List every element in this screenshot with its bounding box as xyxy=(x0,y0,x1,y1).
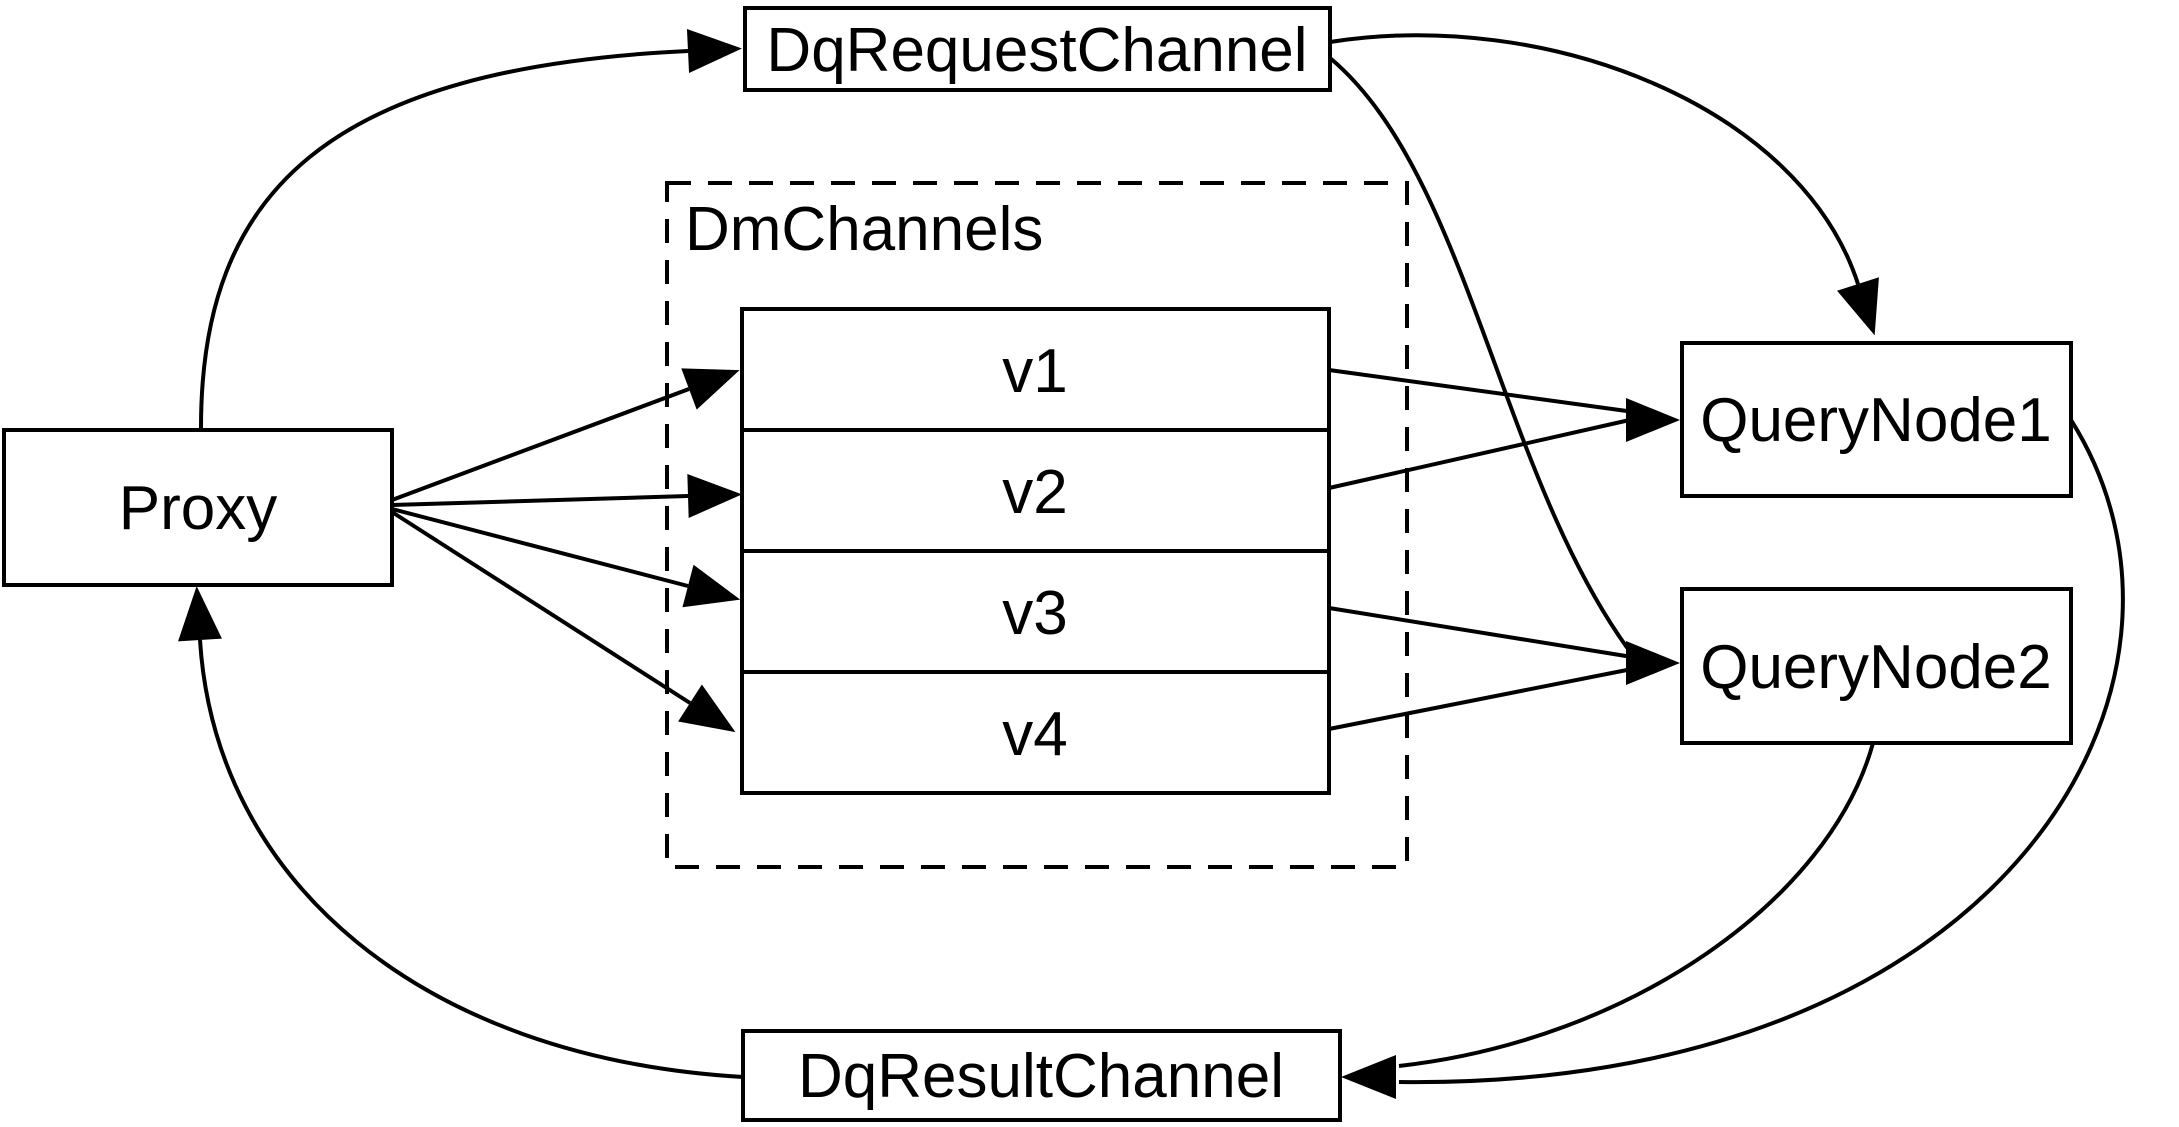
querynode2-node xyxy=(1680,587,2073,745)
proxy-label: Proxy xyxy=(119,474,277,543)
proxy-node xyxy=(2,428,394,587)
edge-proxy-to-v1 xyxy=(391,368,740,502)
channel-v3-label: v3 xyxy=(1002,579,1067,648)
dmchannels-group-label: DmChannels xyxy=(685,195,1043,264)
dqrequestchannel-node xyxy=(743,6,1332,92)
edge-proxy-to-v2 xyxy=(391,474,742,518)
edge-proxy-to-dqrequestchannel xyxy=(198,29,742,431)
edge-querynode2-to-dqresultchannel xyxy=(1398,742,1875,1068)
dqresultchannel-label: DqResultChannel xyxy=(798,1042,1284,1111)
edge-dqrequestchannel-to-querynode1 xyxy=(1329,33,1879,336)
edge-dqresultchannel-to-proxy xyxy=(178,586,744,1079)
arrowhead-into-querynode2 xyxy=(1626,641,1680,685)
querynode1-node xyxy=(1680,341,2073,498)
arrowhead-into-dqresultchannel xyxy=(1341,1055,1396,1099)
edge-v3-to-querynode2 xyxy=(1328,606,1633,659)
edge-v4-to-querynode2 xyxy=(1328,667,1633,731)
edge-querynode1-to-dqresultchannel xyxy=(1398,418,2125,1085)
channel-v1-label: v1 xyxy=(1002,337,1067,406)
dqrequestchannel-label: DqRequestChannel xyxy=(766,16,1307,85)
arrowhead-into-querynode1 xyxy=(1626,398,1680,442)
edge-dqrequestchannel-to-querynode2 xyxy=(1328,56,1636,659)
querynode1-label: QueryNode1 xyxy=(1700,386,2052,455)
edge-v1-to-querynode1 xyxy=(1328,368,1635,414)
dqresultchannel-node xyxy=(741,1029,1342,1122)
querynode2-label: QueryNode2 xyxy=(1700,633,2052,702)
channel-v4-label: v4 xyxy=(1002,700,1067,769)
edge-proxy-to-v4 xyxy=(390,510,736,733)
channel-v2-label: v2 xyxy=(1002,458,1067,527)
edge-proxy-to-v3 xyxy=(391,507,741,608)
dmchannels-group-box xyxy=(665,181,1409,869)
edge-v2-to-querynode1 xyxy=(1328,417,1635,490)
